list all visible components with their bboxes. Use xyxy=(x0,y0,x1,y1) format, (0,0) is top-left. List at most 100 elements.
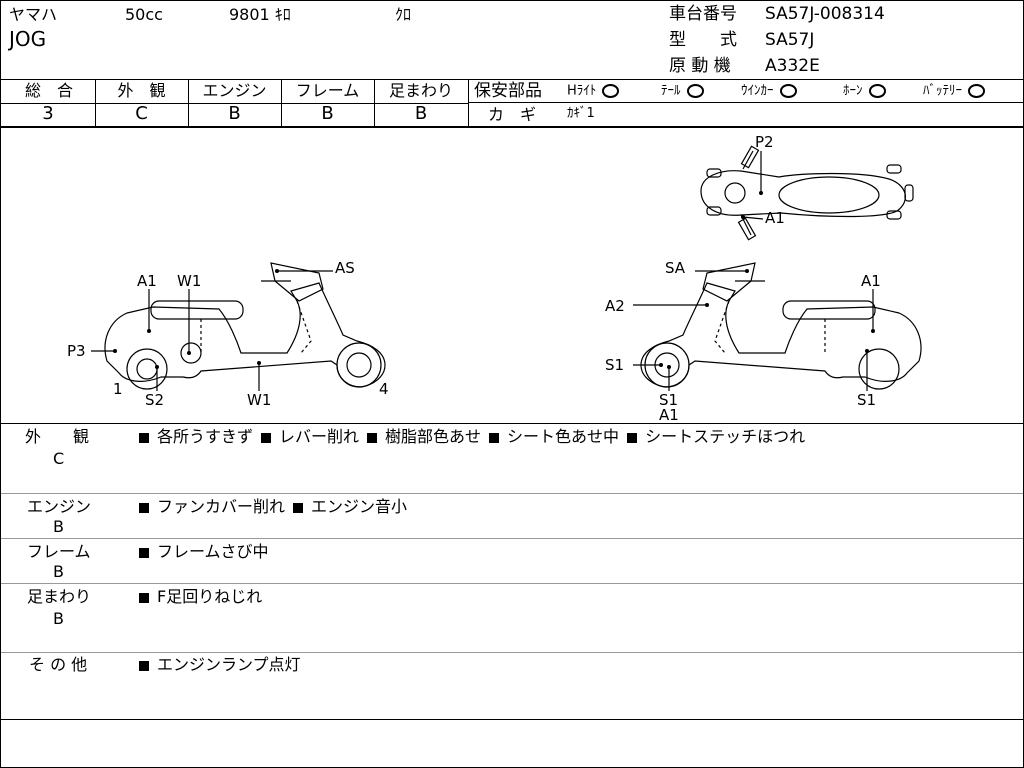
right-scooter-body xyxy=(640,282,922,388)
bullet-square-icon xyxy=(489,432,500,443)
key-label: カ ギ xyxy=(488,105,537,124)
safety-item-headlight: Hﾗｲﾄ xyxy=(567,84,620,98)
divider xyxy=(188,79,189,126)
grade-exterior-value: C xyxy=(135,103,148,124)
left-engine-cover xyxy=(180,342,202,364)
diagram-label: W1 xyxy=(247,391,271,409)
grade-frame-value: B xyxy=(321,103,334,124)
diagram-label: A1 xyxy=(137,272,157,290)
remark-exterior-items: 各所うすきずレバー削れ樹脂部色あせシート色あせ中シートステッチほつれ xyxy=(139,429,805,445)
displacement: 50cc xyxy=(125,5,163,24)
bullet-square-icon xyxy=(627,432,638,443)
remark-suspension-grade: B xyxy=(53,609,64,628)
left-rear-wheel xyxy=(126,348,168,390)
remark-engine-label: エンジン xyxy=(27,497,92,516)
diagram-label: P2 xyxy=(755,133,774,151)
ok-circle-icon xyxy=(868,84,886,98)
diagram-label: 1 xyxy=(113,380,123,398)
body-color: ｸﾛ xyxy=(395,5,412,24)
key-value: ｶｷﾞ1 xyxy=(567,106,595,121)
divider xyxy=(1,103,468,104)
remark-exterior-grade: C xyxy=(53,449,65,468)
grade-exterior-label: 外 観 xyxy=(117,81,166,100)
divider xyxy=(468,102,1023,103)
safety-item-winker: ｳｲﾝｶｰ xyxy=(741,84,797,98)
divider xyxy=(1,493,1023,494)
remark-frame-items: フレームさび中 xyxy=(139,544,269,560)
frame-number: SA57J-008314 xyxy=(765,4,885,24)
maker-name: ヤマハ xyxy=(9,5,58,24)
right-rear-wheel xyxy=(858,348,900,390)
bullet-square-icon xyxy=(293,502,304,513)
engine-model-value: A332E xyxy=(765,56,820,76)
grade-engine-label: エンジン xyxy=(202,81,267,100)
divider xyxy=(1,583,1023,584)
safety-item-tail: ﾃｰﾙ xyxy=(661,84,704,98)
diagram-label: S1 xyxy=(605,356,624,374)
safety-item-horn: ﾎｰﾝ xyxy=(843,84,886,98)
type-label: 型 式 xyxy=(669,30,737,50)
engine-model-label: 原 動 機 xyxy=(669,56,731,76)
divider xyxy=(1,652,1023,653)
remark-engine-items: ファンカバー削れエンジン音小 xyxy=(139,499,407,515)
remark-frame-grade: B xyxy=(53,562,64,581)
divider xyxy=(1,538,1023,539)
ok-circle-icon xyxy=(602,84,620,98)
bullet-square-icon xyxy=(261,432,272,443)
mileage: 9801 ｷﾛ xyxy=(229,5,291,24)
bullet-square-icon xyxy=(139,660,149,671)
model-name: JOG xyxy=(9,27,47,51)
scooter-diagram: A1 W1 AS P3 1 S2 W1 4 P2 A1 SA A2 A1 S1 … xyxy=(67,133,922,423)
divider xyxy=(1,79,1023,80)
diagram-label: A1 xyxy=(659,406,679,423)
left-scooter-body xyxy=(104,282,386,388)
ok-circle-icon xyxy=(968,84,985,98)
remark-engine-grade: B xyxy=(53,517,64,536)
divider xyxy=(1,423,1023,424)
divider xyxy=(1,719,1023,720)
divider xyxy=(374,79,375,126)
bullet-square-icon xyxy=(139,547,149,558)
divider xyxy=(1,126,1023,128)
remark-other-label: そ の 他 xyxy=(29,655,88,674)
bullet-square-icon xyxy=(139,592,149,603)
diagram-label: S1 xyxy=(857,391,876,409)
remark-suspension-label: 足まわり xyxy=(27,587,92,606)
remark-other-items: エンジンランプ点灯 xyxy=(139,657,301,673)
safety-item-battery: ﾊﾞｯﾃﾘｰ xyxy=(923,84,985,98)
diagram-label: P3 xyxy=(67,342,86,360)
diagram-label: A1 xyxy=(861,272,881,290)
remark-frame-label: フレーム xyxy=(27,542,91,561)
left-front-hub xyxy=(346,352,372,378)
top-scooter-seat xyxy=(778,176,880,214)
diagram-label: SA xyxy=(665,259,686,277)
grade-overall-value: 3 xyxy=(42,103,54,124)
diagram-label: 4 xyxy=(379,380,389,398)
diagram-label: A2 xyxy=(605,297,625,315)
left-rear-hub xyxy=(136,358,158,380)
type-value: SA57J xyxy=(765,30,815,50)
divider xyxy=(281,79,282,126)
right-scooter-seat xyxy=(782,300,876,320)
remark-exterior-label: 外 観 xyxy=(25,427,90,446)
grade-overall-label: 総 合 xyxy=(24,81,73,100)
safety-parts-label: 保安部品 xyxy=(474,81,542,101)
left-scooter-seat xyxy=(150,300,244,320)
diagram-label: A1 xyxy=(765,209,785,227)
grade-suspension-label: 足まわり xyxy=(388,81,453,100)
ok-circle-icon xyxy=(686,84,704,98)
grade-engine-value: B xyxy=(228,103,241,124)
top-headlight xyxy=(724,182,746,204)
remark-suspension-items: F足回りねじれ xyxy=(139,589,262,605)
bullet-square-icon xyxy=(139,432,149,443)
frame-number-label: 車台番号 xyxy=(669,4,737,24)
divider xyxy=(95,79,96,126)
diagram-label: W1 xyxy=(177,272,201,290)
ok-circle-icon xyxy=(779,84,797,98)
bullet-square-icon xyxy=(139,502,149,513)
right-handlebar xyxy=(702,262,756,302)
grade-suspension-value: B xyxy=(414,103,428,124)
left-handlebar xyxy=(270,262,324,302)
left-front-wheel xyxy=(336,342,382,388)
